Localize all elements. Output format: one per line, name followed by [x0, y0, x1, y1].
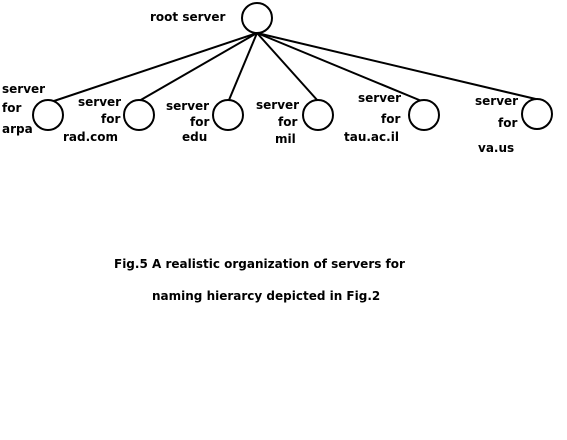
server-label-mil-line2: for	[278, 115, 298, 129]
edge-root-edu	[228, 32, 258, 101]
server-label-edu-line3: edu	[182, 130, 208, 144]
server-label-arpa-line3: arpa	[2, 122, 33, 136]
server-node-radcom	[123, 99, 155, 131]
server-label-mil-line1: server	[256, 98, 300, 112]
server-label-tauacil-line3: tau.ac.il	[344, 130, 399, 144]
edge-root-tauacil	[256, 32, 425, 103]
server-label-radcom-line1: server	[78, 95, 122, 109]
server-node-edu	[212, 99, 244, 131]
server-label-vaus-line1: server	[475, 94, 519, 108]
server-node-mil	[302, 99, 334, 131]
server-label-edu-line1: server	[166, 99, 210, 113]
figure-caption-line2: naming hierarcy depicted in Fig.2	[152, 289, 381, 303]
server-label-edu-line2: for	[190, 115, 210, 129]
edge-root-mil	[256, 32, 319, 102]
server-label-tauacil-line1: server	[358, 91, 402, 105]
server-label-mil-line3: mil	[275, 132, 296, 146]
server-label-vaus-line2: for	[498, 116, 518, 130]
edge-root-radcom	[138, 32, 258, 102]
root-server-node	[241, 2, 273, 34]
server-label-vaus-line3: va.us	[478, 141, 515, 155]
server-label-radcom-line2: for	[101, 112, 121, 126]
server-label-arpa-line1: server	[2, 82, 46, 96]
root-server-label: root server	[150, 10, 226, 24]
figure-caption-line1: Fig.5 A realistic organization of server…	[114, 257, 405, 271]
server-label-tauacil-line2: for	[381, 112, 401, 126]
edge-root-arpa	[47, 32, 258, 104]
server-label-radcom-line3: rad.com	[63, 130, 119, 144]
server-node-vaus	[521, 98, 553, 130]
server-node-arpa	[32, 99, 64, 131]
server-label-arpa-line2: for	[2, 101, 22, 115]
edge-root-vaus	[256, 32, 541, 101]
server-node-tauacil	[408, 99, 440, 131]
